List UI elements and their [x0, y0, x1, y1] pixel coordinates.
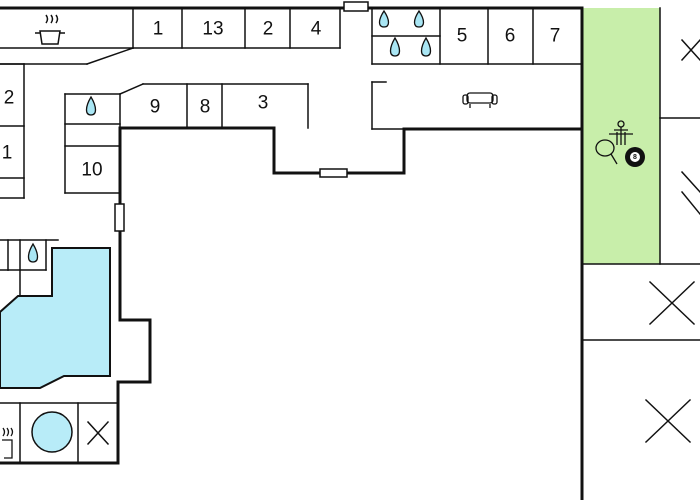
ping-pong-paddle-icon [595, 139, 618, 165]
water-drop-icon [420, 36, 432, 57]
room-label-left-1: 1 [2, 143, 13, 164]
water-drop-icon [27, 242, 39, 263]
room-label-5: 5 [457, 26, 468, 47]
room-label-13: 13 [202, 19, 223, 40]
room-labels: 1 13 2 4 5 6 7 9 8 3 10 2 1 [2, 19, 561, 181]
x-marked-rooms [86, 38, 700, 446]
room-label-8: 8 [200, 97, 211, 118]
room-label-3: 3 [258, 93, 269, 114]
water-drop-icon [378, 9, 390, 28]
water-drop-icon [389, 36, 401, 57]
kitchen-pot-icon [35, 14, 65, 45]
billiard-8-ball-icon: 8 [625, 147, 645, 167]
room-label-7: 7 [550, 26, 561, 47]
water-drop-icon [85, 95, 97, 116]
room-label-6: 6 [505, 26, 516, 47]
ball-number: 8 [633, 154, 637, 161]
table-football-icon [609, 120, 633, 145]
interior-walls [0, 7, 700, 464]
room-label-9: 9 [150, 97, 161, 118]
sauna-heater-icon [2, 427, 14, 459]
water-drop-icon [413, 9, 425, 28]
outer-walls [0, 6, 584, 500]
door-icon [343, 1, 369, 12]
room-label-left-2: 2 [4, 88, 15, 109]
room-label-1: 1 [153, 19, 164, 40]
door-icon [114, 203, 125, 232]
room-label-10: 10 [81, 160, 102, 181]
room-label-4: 4 [311, 19, 322, 40]
swimming-pool [0, 247, 111, 389]
sofa-icon [462, 92, 498, 108]
hot-tub-icon [31, 411, 73, 453]
door-icon [319, 168, 348, 178]
room-label-2: 2 [263, 19, 274, 40]
